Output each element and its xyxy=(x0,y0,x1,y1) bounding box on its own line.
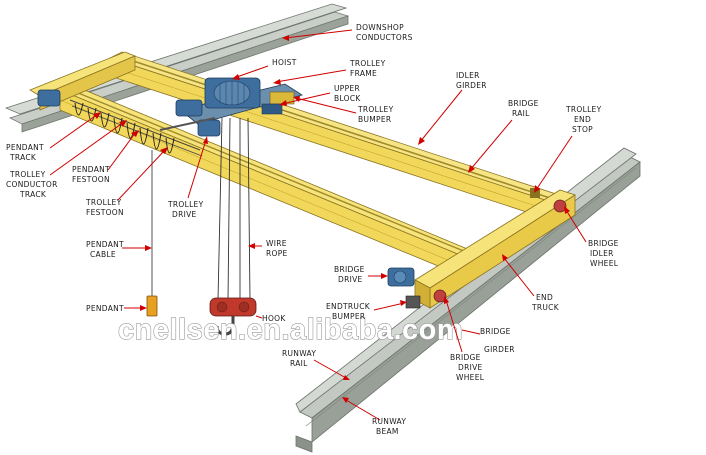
svg-text:BEAM: BEAM xyxy=(376,427,399,436)
svg-text:WHEEL: WHEEL xyxy=(456,373,485,382)
trolley-end-stop xyxy=(530,188,540,198)
trolley xyxy=(159,77,303,137)
svg-text:CABLE: CABLE xyxy=(90,250,116,259)
label-runway-rail: RUNWAY xyxy=(282,349,316,358)
label-trolley-frame: TROLLEY xyxy=(349,59,386,68)
svg-text:DRIVE: DRIVE xyxy=(172,210,197,219)
label-downshop-conductors: DOWNSHOP xyxy=(356,23,404,32)
svg-text:FESTOON: FESTOON xyxy=(86,208,124,217)
bridge-drive xyxy=(387,267,415,287)
endtruck-bumper xyxy=(405,295,421,309)
label-bridge-drive-wheel: BRIDGE xyxy=(450,353,481,362)
bridge-idler-wheel xyxy=(553,199,567,213)
pendant xyxy=(146,295,158,317)
label-pendant: PENDANT xyxy=(86,304,124,313)
label-bridge-drive: BRIDGE xyxy=(334,265,365,274)
upper-block xyxy=(261,103,283,115)
wire-rope xyxy=(217,117,251,301)
svg-text:CONDUCTOR: CONDUCTOR xyxy=(6,180,58,189)
svg-text:TRACK: TRACK xyxy=(9,153,37,162)
svg-text:END: END xyxy=(574,115,591,124)
svg-text:TRACK: TRACK xyxy=(19,190,47,199)
svg-text:CONDUCTORS: CONDUCTORS xyxy=(356,33,413,42)
label-bridge-girder: BRIDGE xyxy=(480,327,511,336)
svg-text:BLOCK: BLOCK xyxy=(334,94,361,103)
svg-text:RAIL: RAIL xyxy=(290,359,308,368)
svg-text:DRIVE: DRIVE xyxy=(338,275,363,284)
label-wire-rope: WIRE xyxy=(266,239,287,248)
label-idler-girder: IDLER xyxy=(456,71,480,80)
svg-text:WHEEL: WHEEL xyxy=(590,259,619,268)
label-trolley-end-stop: TROLLEY xyxy=(565,105,602,114)
end-truck xyxy=(405,189,576,309)
label-trolley-festoon: TROLLEY xyxy=(85,198,122,207)
svg-text:FESTOON: FESTOON xyxy=(72,175,110,184)
svg-text:DRIVE: DRIVE xyxy=(458,363,483,372)
watermark-text: cnellsen.en.alibaba.com xyxy=(118,314,463,346)
svg-text:FRAME: FRAME xyxy=(350,69,377,78)
svg-text:RAIL: RAIL xyxy=(512,109,530,118)
svg-text:GIRDER: GIRDER xyxy=(484,345,515,354)
label-trolley-bumper: TROLLEY xyxy=(357,105,394,114)
svg-text:TRUCK: TRUCK xyxy=(531,303,560,312)
svg-text:BUMPER: BUMPER xyxy=(332,312,365,321)
label-pendant-track: PENDANT xyxy=(6,143,44,152)
svg-text:STOP: STOP xyxy=(572,125,593,134)
label-end-truck: END xyxy=(536,293,553,302)
label-runway-beam: RUNWAY xyxy=(372,417,406,426)
rear-end-truck xyxy=(29,51,137,111)
label-bridge-idler-wheel: BRIDGE xyxy=(588,239,619,248)
svg-text:IDLER: IDLER xyxy=(590,249,614,258)
label-pendant-cable: PENDANT xyxy=(86,240,124,249)
label-trolley-drive: TROLLEY xyxy=(167,200,204,209)
label-bridge-rail: BRIDGE xyxy=(508,99,539,108)
bridge-drive-wheel xyxy=(433,289,447,303)
svg-text:GIRDER: GIRDER xyxy=(456,81,487,90)
trolley-festoon xyxy=(74,102,175,154)
label-upper-block: UPPER xyxy=(334,84,360,93)
trolley-drive xyxy=(197,119,221,137)
rear-bridge-drive xyxy=(37,89,61,107)
svg-text:BUMPER: BUMPER xyxy=(358,115,391,124)
hook xyxy=(209,297,257,336)
label-pendant-festoon: PENDANT xyxy=(72,165,110,174)
label-hoist: HOIST xyxy=(272,58,297,67)
svg-text:ROPE: ROPE xyxy=(266,249,288,258)
front-runway-beam xyxy=(295,147,641,453)
label-endtruck-bumper: ENDTRUCK xyxy=(326,302,371,311)
label-hook: HOOK xyxy=(262,314,286,323)
label-trolley-conductor-track: TROLLEY xyxy=(9,170,46,179)
bridge-rail xyxy=(117,55,551,199)
callouts: DOWNSHOP CONDUCTORS HOIST TROLLEY FRAME … xyxy=(6,23,619,436)
